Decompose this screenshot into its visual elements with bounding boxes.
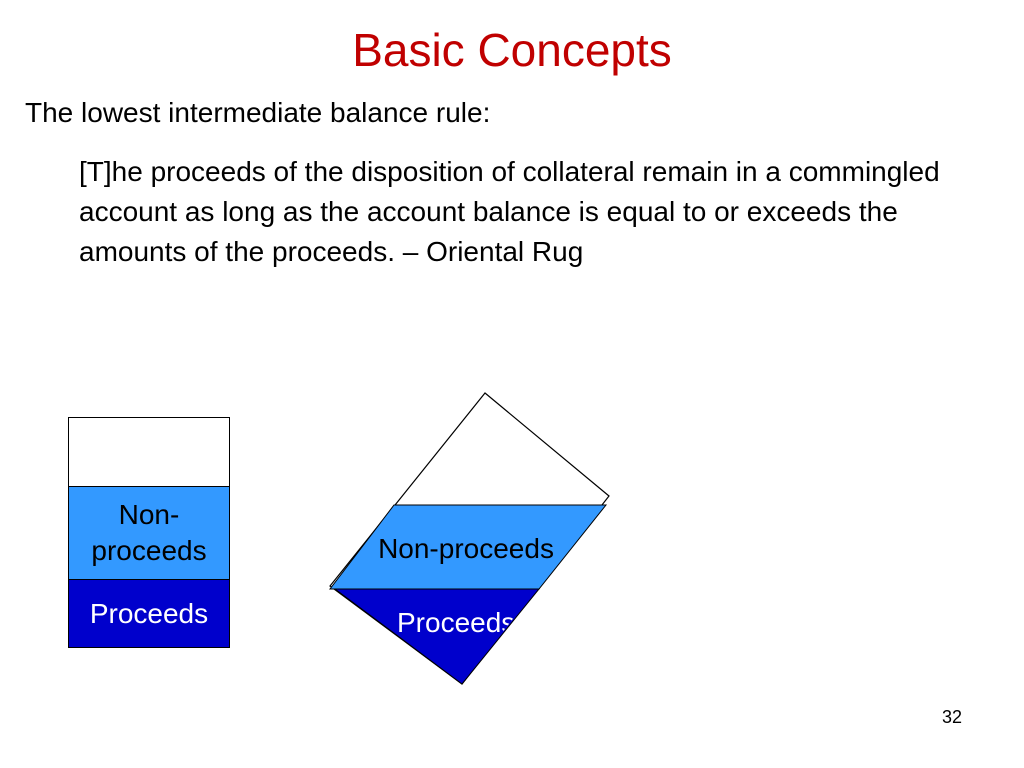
- tilted-nonproceeds-label: Non-proceeds: [378, 533, 554, 564]
- rule-heading: The lowest intermediate balance rule:: [25, 97, 491, 128]
- slide-title: Basic Concepts: [352, 24, 672, 76]
- empty-balance-segment: [68, 417, 230, 487]
- upright-account-diagram: Non- proceeds Proceeds: [68, 417, 230, 648]
- nonproceeds-segment: Non- proceeds: [68, 486, 230, 580]
- proceeds-segment: Proceeds: [68, 579, 230, 648]
- page-number: 32: [941, 707, 962, 727]
- proceeds-label: Proceeds: [89, 597, 209, 629]
- rule-quote: [T]he proceeds of the disposition of col…: [79, 156, 940, 267]
- nonproceeds-label-line1: Non-: [118, 499, 180, 530]
- nonproceeds-label-line2: proceeds: [91, 535, 207, 566]
- tilted-proceeds-region: [333, 588, 541, 685]
- tilted-proceeds-label: Proceeds: [397, 607, 515, 638]
